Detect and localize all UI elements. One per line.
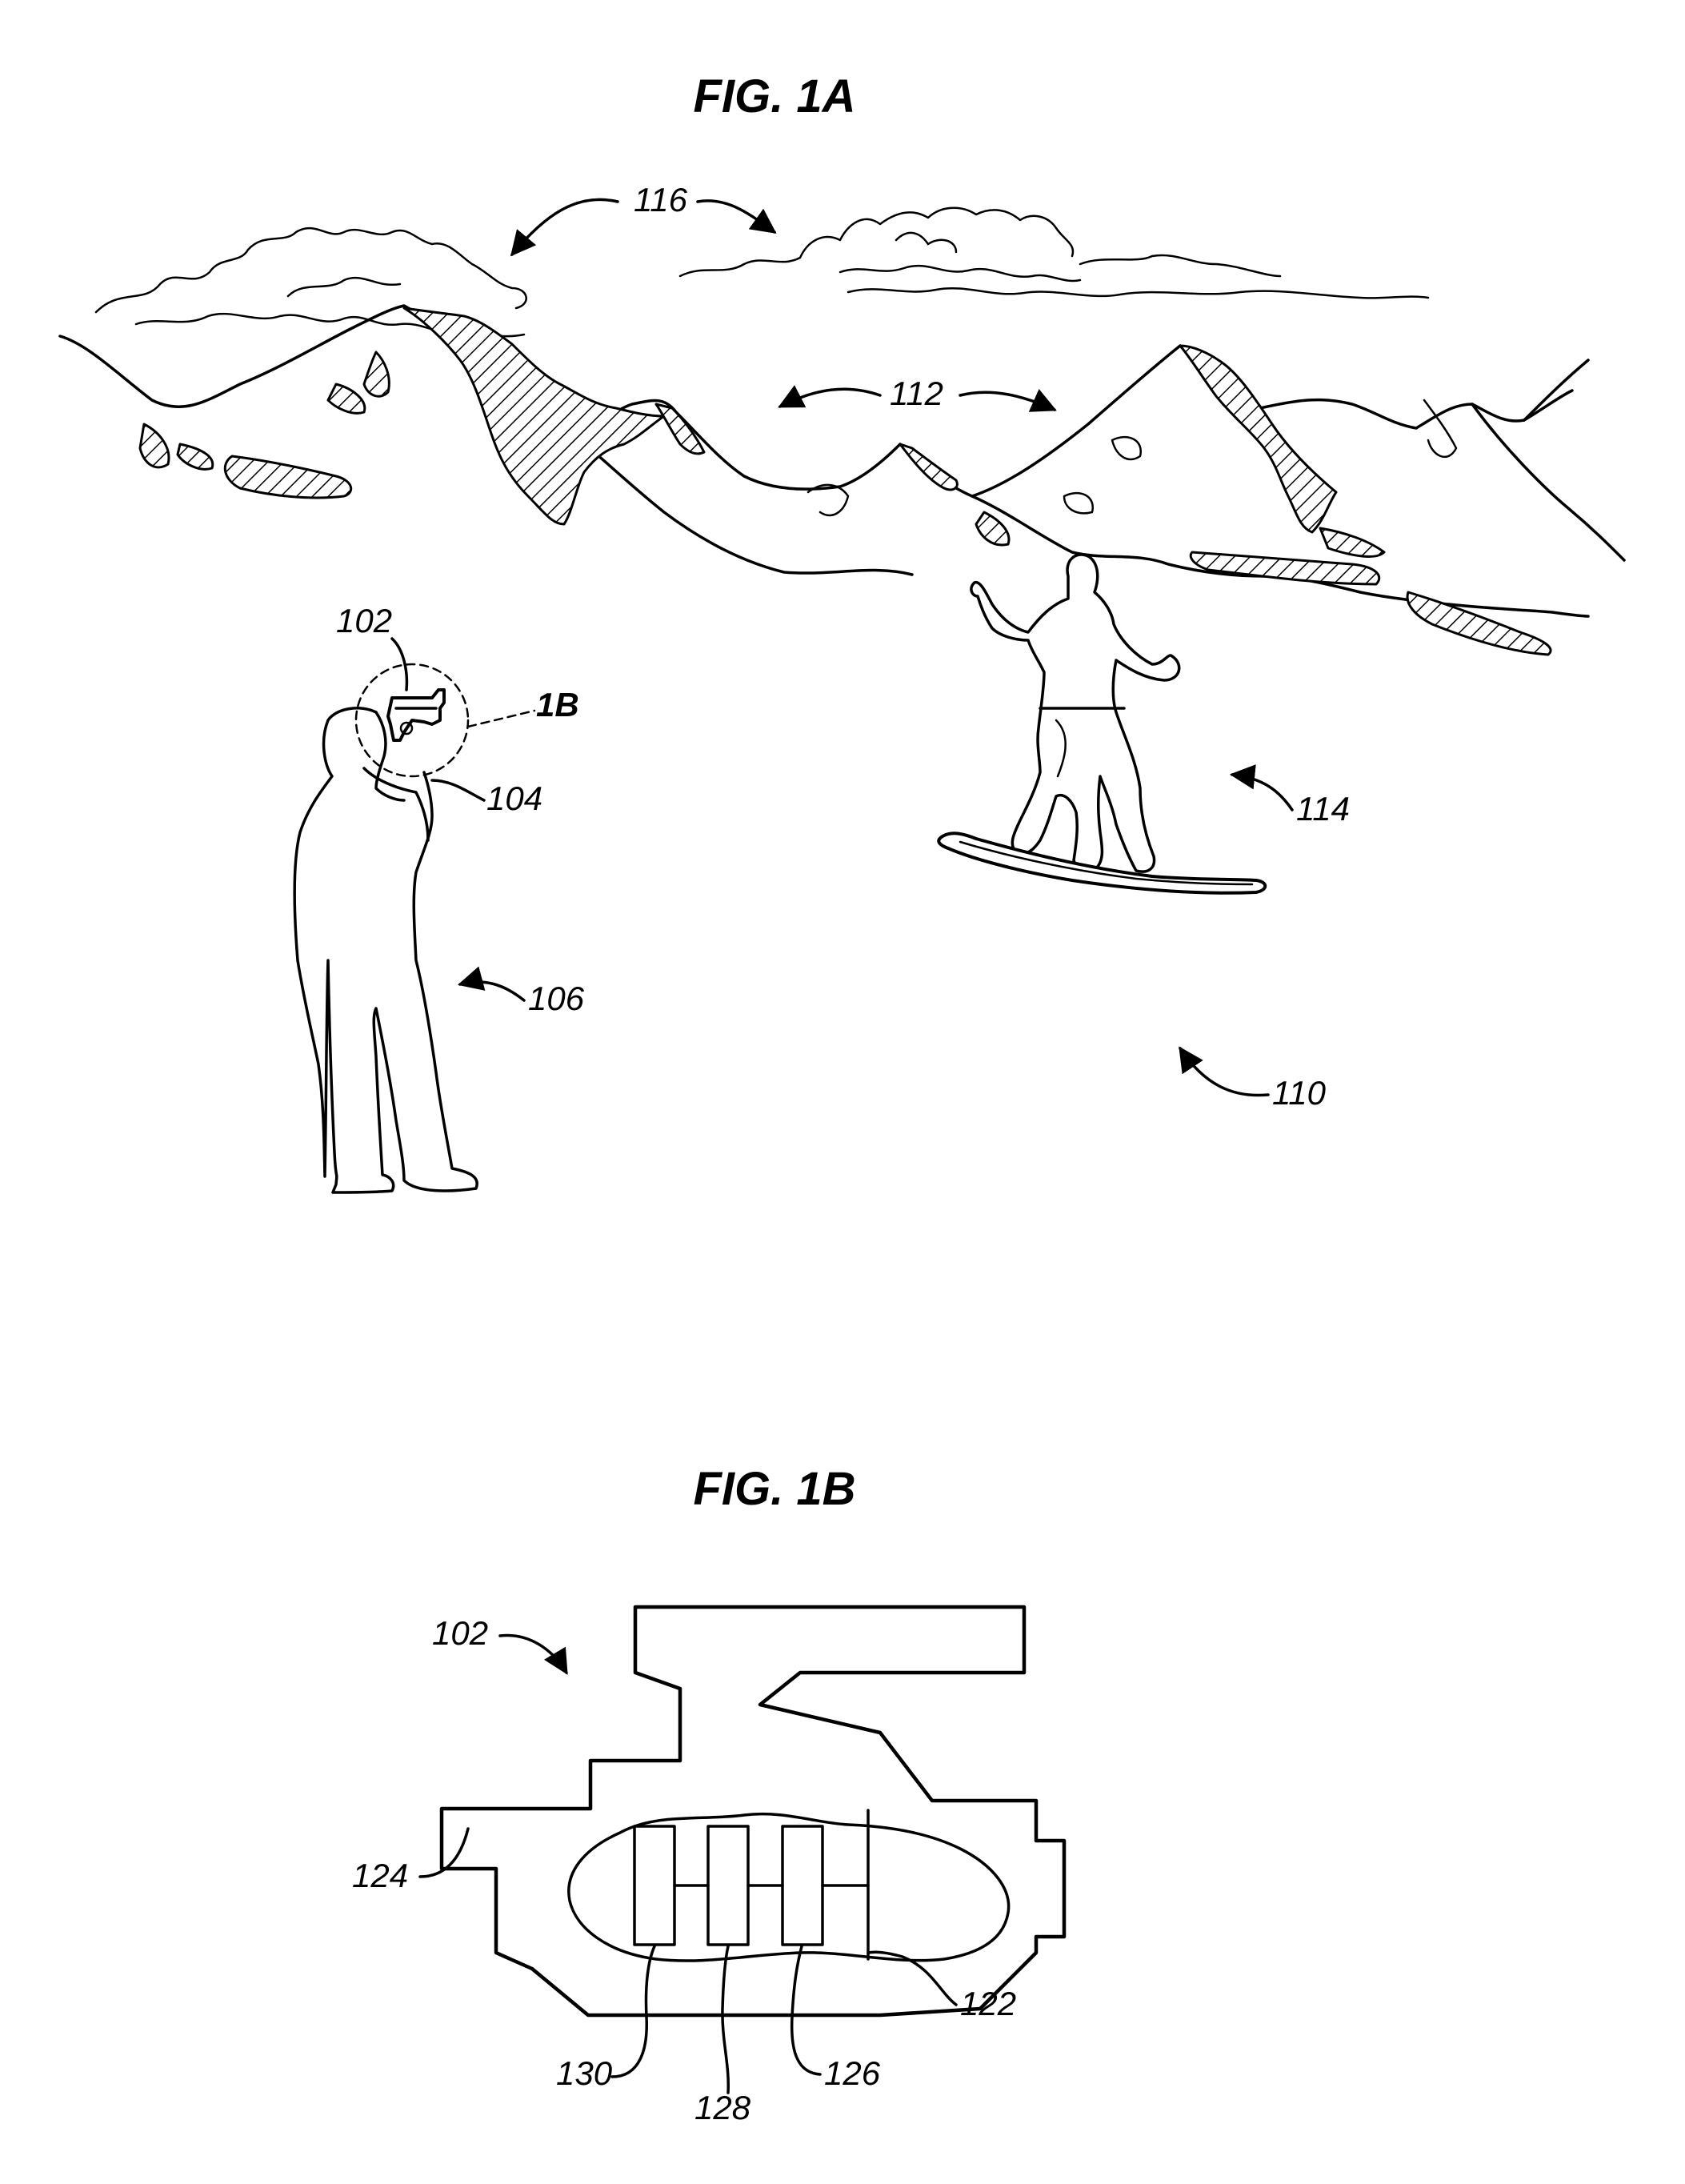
snowboarder-leader — [1232, 775, 1292, 810]
component-130 — [634, 1826, 674, 1945]
clouds-leader-right — [698, 201, 774, 232]
detail-callout-line — [468, 711, 534, 727]
hands-label: 104 — [486, 779, 542, 817]
camera-small — [388, 690, 444, 740]
environment-label: 110 — [1272, 1074, 1327, 1112]
camera-detail-leader — [500, 1635, 566, 1673]
clouds-drawing — [96, 208, 1428, 336]
board-label: 122 — [960, 1985, 1016, 2022]
snowboarder-drawing — [939, 555, 1265, 893]
person-label: 106 — [528, 980, 585, 1017]
component-b-leader — [722, 1946, 728, 2093]
component-b-label: 128 — [694, 2089, 751, 2126]
figure-1a: FIG. 1A 116 — [60, 70, 1624, 1192]
mountains-leader-left — [780, 389, 880, 407]
camera-detail-drawing — [442, 1607, 1064, 2015]
camera-detail-label: 102 — [432, 1614, 488, 1652]
camera-leader — [392, 639, 406, 690]
component-a-label: 130 — [556, 2054, 613, 2092]
detail-callout-label: 1B — [536, 686, 579, 723]
camera-label: 102 — [336, 602, 392, 639]
environment-leader — [1180, 1048, 1268, 1096]
mountains-leader-right — [960, 392, 1055, 410]
hands-leader — [432, 780, 484, 800]
person-drawing — [294, 708, 477, 1192]
component-128 — [708, 1826, 748, 1945]
component-a-leader — [612, 1946, 654, 2077]
person-leader — [460, 982, 524, 1000]
snowboarder-label: 114 — [1296, 790, 1350, 828]
component-c-label: 126 — [824, 2054, 881, 2092]
mountains-label: 112 — [890, 375, 943, 412]
housing-label: 124 — [352, 1857, 408, 1894]
figure-1b-title: FIG. 1B — [693, 1463, 855, 1515]
figure-1b: FIG. 1B 102 124 122 130 128 126 — [352, 1463, 1064, 2126]
clouds-label: 116 — [634, 181, 688, 218]
component-126 — [782, 1826, 822, 1945]
clouds-leader-left — [512, 199, 618, 254]
mountains-drawing — [60, 306, 1624, 655]
component-c-leader — [792, 1946, 820, 2074]
figure-1a-title: FIG. 1A — [693, 70, 855, 122]
